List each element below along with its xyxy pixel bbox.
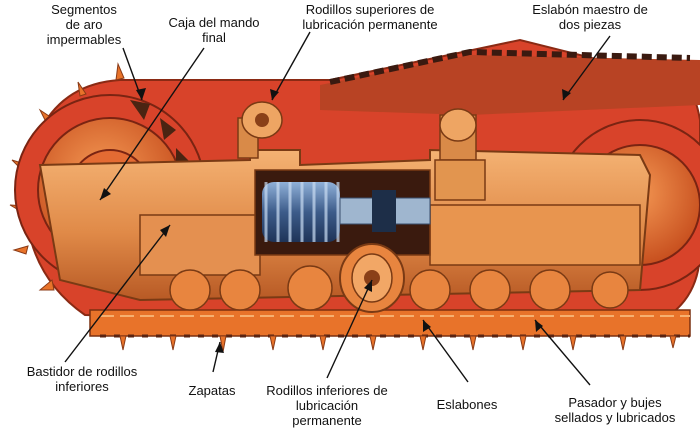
lower-roller-featured xyxy=(339,243,405,313)
leader-lines xyxy=(64,31,611,386)
upper-roller-right xyxy=(434,108,486,201)
label-links: Eslabones xyxy=(436,397,498,412)
label-final-drive-case: Caja del mando final xyxy=(168,15,260,45)
label-roller-frame: Bastidor de rodillos inferiores xyxy=(26,364,138,394)
recoil-spring xyxy=(262,182,431,242)
label-seal-segments: Segmentos de aro impermables xyxy=(46,2,122,47)
label-upper-rollers: Rodillos superiores de lubricación perma… xyxy=(302,2,438,32)
label-shoes: Zapatas xyxy=(188,383,236,398)
label-master-link: Eslabón maestro de dos piezas xyxy=(532,2,648,32)
lower-rollers xyxy=(169,265,629,311)
upper-roller-left xyxy=(237,101,283,159)
leader-arrowheads xyxy=(100,88,571,353)
label-lower-rollers: Rodillos inferiores de lubricación perma… xyxy=(266,383,388,428)
label-pins-bushings: Pasador y bujes sellados y lubricados xyxy=(554,395,676,425)
